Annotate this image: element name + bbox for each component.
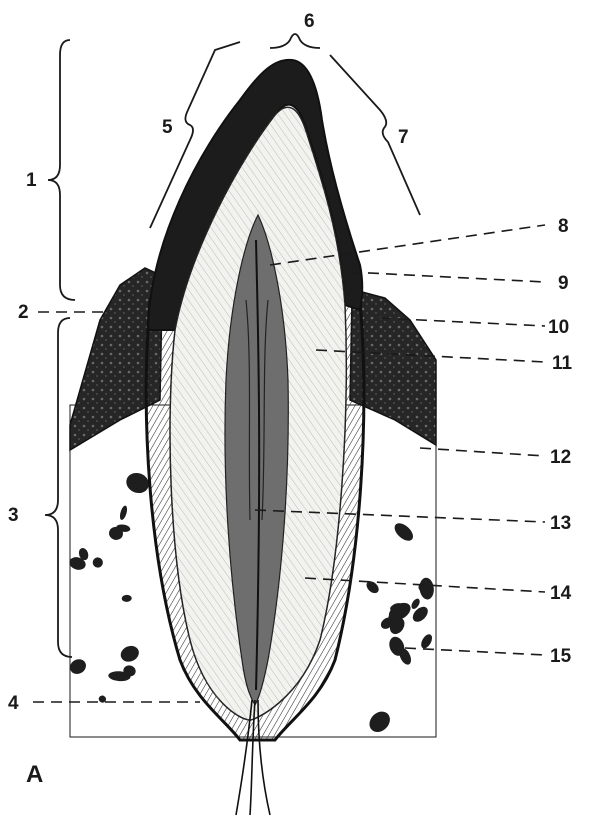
label-8: 8	[558, 216, 569, 237]
label-13: 13	[550, 513, 571, 534]
label-6: 6	[304, 11, 315, 32]
label-1: 1	[26, 170, 37, 191]
label-7: 7	[398, 127, 409, 148]
label-4: 4	[8, 693, 19, 714]
figure-letter: A	[26, 761, 43, 788]
label-15: 15	[550, 646, 572, 667]
label-3: 3	[8, 505, 19, 526]
label-2: 2	[18, 302, 29, 323]
label-11: 11	[552, 353, 573, 374]
label-10: 10	[548, 317, 569, 338]
label-14: 14	[550, 583, 572, 604]
label-12: 12	[550, 447, 571, 468]
label-5: 5	[162, 117, 173, 138]
label-9: 9	[558, 273, 569, 294]
